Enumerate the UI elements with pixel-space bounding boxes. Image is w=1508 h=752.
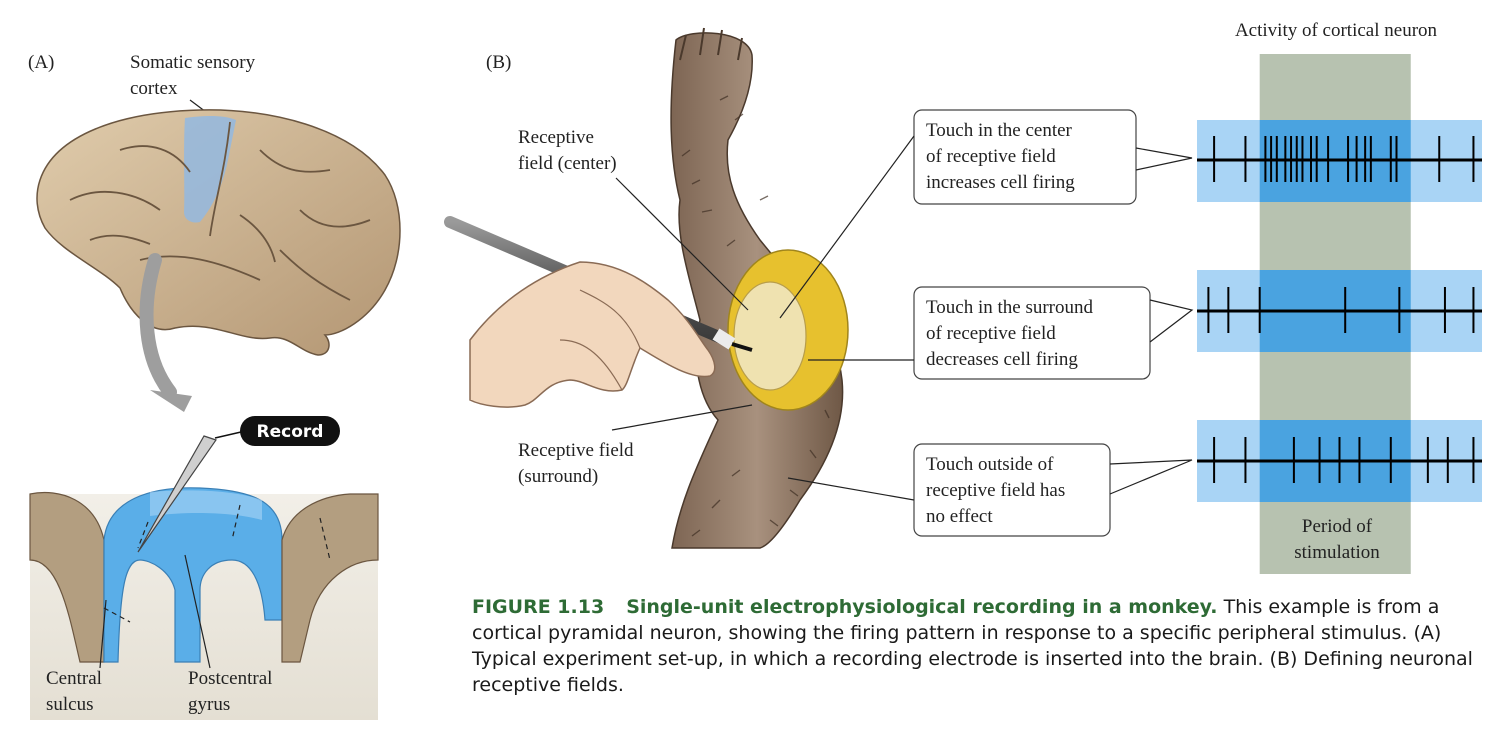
zoom-arrow: [139, 253, 177, 399]
callout-outside-line-3: no effect: [926, 506, 993, 527]
figure-caption: FIGURE 1.13 Single-unit electrophysiologi…: [472, 594, 1482, 698]
rf-center-label-2: field (center): [518, 153, 617, 174]
panel-b-label: (B): [486, 52, 511, 73]
stim-label-2: stimulation: [1294, 542, 1380, 563]
callout-surround-line-1: Touch in the surround: [926, 297, 1094, 318]
postcentral-gyrus-label-2: gyrus: [188, 694, 230, 715]
record-label: Record: [257, 422, 324, 442]
stim-label-1: Period of: [1302, 516, 1373, 537]
rf-surround-label-2: (surround): [518, 466, 598, 487]
callout-surround-line-3: decreases cell firing: [926, 349, 1078, 370]
gyrus-leader: [184, 554, 211, 669]
callout-outside: Touch outside of receptive field has no …: [913, 443, 1111, 537]
caption-title: Single-unit electrophysiological recordi…: [626, 596, 1218, 618]
callout-surround-line-2: of receptive field: [926, 323, 1056, 344]
sulcus-leader: [99, 599, 107, 669]
zoom-arrow-head: [150, 390, 192, 412]
somatic-cortex-label-1: Somatic sensory: [130, 52, 256, 73]
callout-connectors: [779, 135, 1194, 501]
record-badge: Record: [240, 416, 340, 446]
rf-center-leader: [615, 177, 749, 311]
somatic-cortex-label-2: cortex: [130, 78, 178, 99]
rf-surround-leader: [611, 404, 753, 431]
callout-outside-line-1: Touch outside of: [926, 454, 1054, 475]
callout-surround: Touch in the surround of receptive field…: [913, 286, 1151, 380]
rf-surround-label-1: Receptive field: [518, 440, 634, 461]
hand-illustration: [469, 261, 716, 408]
postcentral-gyrus-label-1: Postcentral: [188, 668, 272, 689]
activity-title: Activity of cortical neuron: [1235, 20, 1438, 41]
central-sulcus-label-1: Central: [46, 668, 102, 689]
callout-outside-line-2: receptive field has: [926, 480, 1065, 501]
cortical-section: [29, 435, 379, 720]
caption-figure-number: FIGURE 1.13: [472, 596, 605, 618]
brain-illustration: [36, 109, 401, 356]
caption-body: This example is from a cortical pyramida…: [472, 596, 1473, 696]
rf-center-label-1: Receptive: [518, 127, 594, 148]
callout-center-line-1: Touch in the center: [926, 120, 1073, 141]
callout-center: Touch in the center of receptive field i…: [913, 109, 1137, 205]
central-sulcus-label-2: sulcus: [46, 694, 94, 715]
record-wire: [214, 431, 242, 439]
callout-center-line-3: increases cell firing: [926, 172, 1075, 193]
activity-plot: [1197, 54, 1482, 574]
panel-a-label: (A): [28, 52, 54, 73]
callout-center-line-2: of receptive field: [926, 146, 1056, 167]
receptive-field-center: [733, 281, 807, 391]
